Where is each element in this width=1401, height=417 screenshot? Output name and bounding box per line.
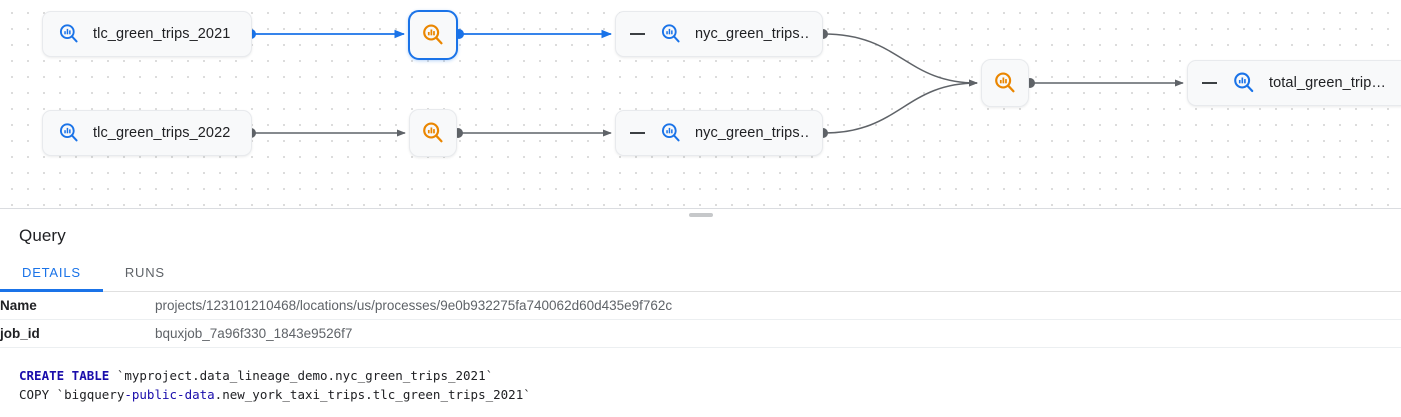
- node-label: nyc_green_trips…: [695, 125, 808, 141]
- tab-bar: DETAILS RUNS: [0, 257, 1401, 292]
- tab-runs[interactable]: RUNS: [124, 265, 165, 280]
- table-search-icon: [661, 123, 680, 142]
- sql-keyword-public-data: -public-data: [124, 387, 215, 402]
- node-tlc-green-trips-2022[interactable]: tlc_green_trips_2022: [42, 110, 252, 156]
- collapse-icon[interactable]: [630, 33, 645, 35]
- node-process-2[interactable]: [409, 109, 457, 157]
- tab-details[interactable]: DETAILS: [0, 265, 103, 292]
- table-row: Name projects/123101210468/locations/us/…: [0, 292, 1401, 320]
- sql-line2-pre: COPY `bigquery: [19, 387, 125, 402]
- sql-snippet: CREATE TABLE `myproject.data_lineage_dem…: [0, 348, 1401, 404]
- process-search-icon: [995, 72, 1015, 93]
- node-label: tlc_green_trips_2022: [93, 125, 231, 141]
- details-table: Name projects/123101210468/locations/us/…: [0, 292, 1401, 348]
- process-search-icon: [423, 122, 443, 143]
- table-row: job_id bquxjob_7a96f330_1843e9526f7: [0, 320, 1401, 348]
- node-label: nyc_green_trips…: [695, 26, 808, 42]
- node-nyc-green-trips-1[interactable]: nyc_green_trips…: [615, 11, 823, 57]
- sql-line2-rest: .new_york_taxi_trips.tlc_green_trips_202…: [214, 387, 531, 402]
- sql-line1-rest: `myproject.data_lineage_demo.nyc_green_t…: [109, 368, 494, 383]
- node-nyc-green-trips-2[interactable]: nyc_green_trips…: [615, 110, 823, 156]
- node-tlc-green-trips-2021[interactable]: tlc_green_trips_2021: [42, 11, 252, 57]
- collapse-icon[interactable]: [630, 132, 645, 134]
- detail-value: bquxjob_7a96f330_1843e9526f7: [155, 326, 353, 341]
- collapse-icon[interactable]: [1202, 82, 1217, 84]
- edge-nyc1-proc3: [823, 33, 978, 87]
- sql-keyword-create-table: CREATE TABLE: [19, 368, 110, 383]
- node-label: total_green_trip…: [1269, 75, 1386, 91]
- detail-key: job_id: [0, 326, 40, 341]
- detail-value: projects/123101210468/locations/us/proce…: [155, 298, 673, 313]
- details-panel: Query DETAILS RUNS Name projects/1231012…: [0, 209, 1401, 417]
- lineage-graph-canvas[interactable]: tlc_green_trips_2021 tlc_green_trips_202…: [0, 0, 1401, 208]
- node-label: tlc_green_trips_2021: [93, 26, 231, 42]
- panel-title: Query: [19, 226, 66, 245]
- panel-drag-handle[interactable]: [688, 213, 713, 217]
- node-total-green-trips[interactable]: total_green_trip…: [1187, 60, 1401, 106]
- panel-divider: [0, 208, 1401, 217]
- detail-key: Name: [0, 298, 37, 313]
- table-search-icon: [59, 24, 78, 43]
- edge-nyc2-proc3: [823, 79, 978, 134]
- table-search-icon: [59, 123, 78, 142]
- table-search-icon: [661, 24, 680, 43]
- table-search-icon: [1234, 72, 1254, 93]
- node-process-3[interactable]: [981, 59, 1029, 107]
- node-process-selected[interactable]: [408, 10, 458, 60]
- process-search-icon: [423, 24, 443, 45]
